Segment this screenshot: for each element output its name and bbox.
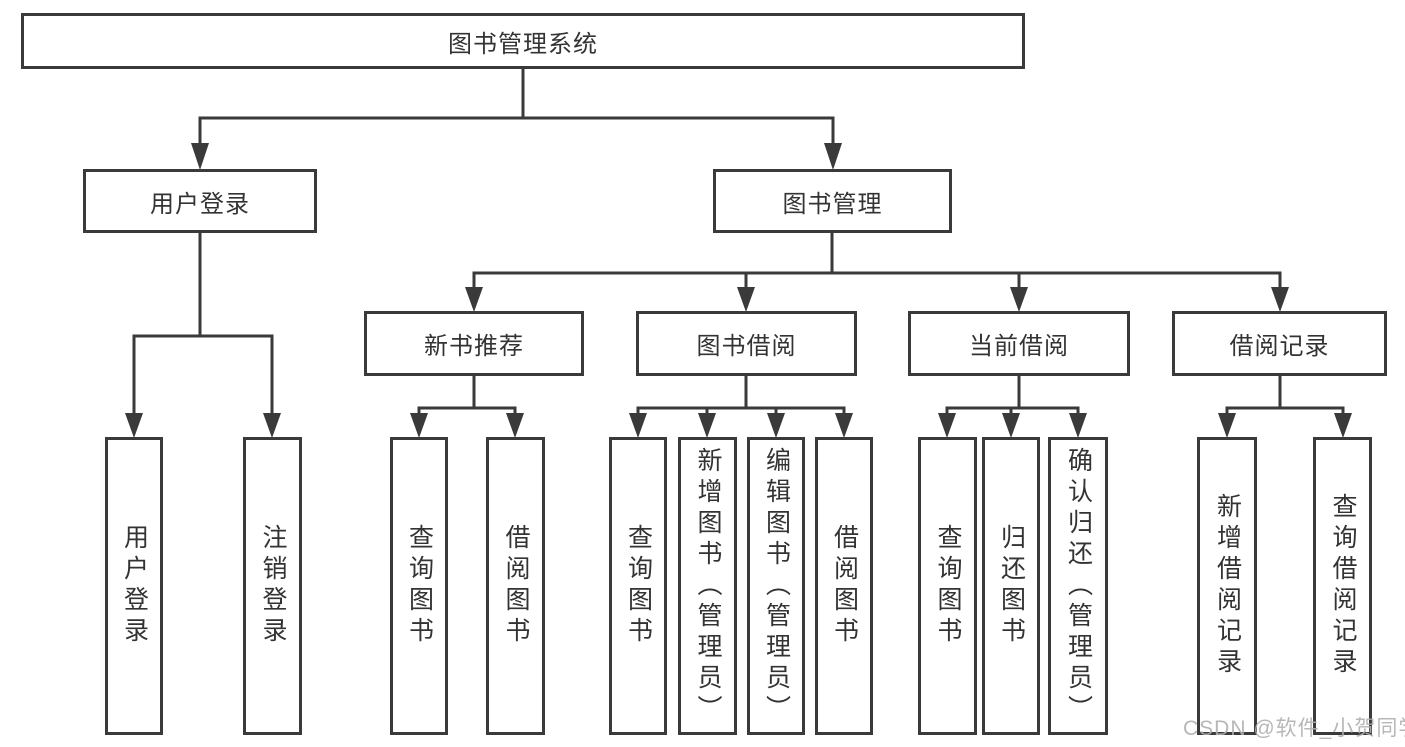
leaf-query-books-current: 查询图书: [918, 437, 977, 735]
leaf-confirm-return-admin: 确认归还（管理员）: [1048, 437, 1108, 735]
node-library-management-system: 图书管理系统: [21, 13, 1025, 69]
leaf-borrow-books-recommend: 借阅图书: [486, 437, 545, 735]
node-new-book-recommend: 新书推荐: [364, 311, 584, 376]
leaf-user-login: 用户登录: [105, 437, 163, 735]
leaf-logout: 注销登录: [243, 437, 302, 735]
leaf-borrow-books: 借阅图书: [815, 437, 873, 735]
node-current-borrowing: 当前借阅: [908, 311, 1130, 376]
node-user-login: 用户登录: [83, 169, 317, 233]
leaf-query-books-borrowing: 查询图书: [609, 437, 667, 735]
leaf-add-books-admin: 新增图书（管理员）: [678, 437, 737, 735]
leaf-add-borrow-record: 新增借阅记录: [1197, 437, 1257, 735]
watermark: CSDN @软件_小贺同学: [1183, 717, 1405, 740]
node-book-borrowing: 图书借阅: [636, 311, 857, 376]
leaf-edit-books-admin: 编辑图书（管理员）: [747, 437, 805, 735]
leaf-query-borrow-record: 查询借阅记录: [1313, 437, 1372, 735]
node-borrow-records: 借阅记录: [1172, 311, 1387, 376]
node-book-management: 图书管理: [713, 169, 952, 233]
leaf-query-books-recommend: 查询图书: [390, 437, 448, 735]
leaf-return-books: 归还图书: [982, 437, 1040, 735]
